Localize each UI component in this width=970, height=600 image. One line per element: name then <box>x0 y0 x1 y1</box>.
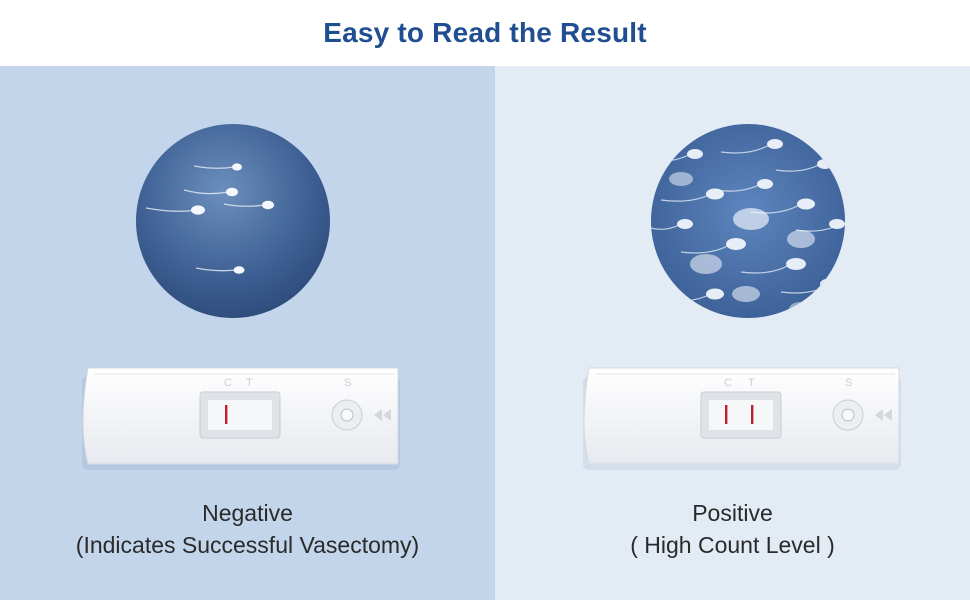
sample-mark: S <box>344 377 351 389</box>
page-title: Easy to Read the Result <box>323 17 647 48</box>
positive-label: Positive <box>692 500 773 526</box>
sample-mark: S <box>845 377 852 389</box>
negative-label: Negative <box>202 500 293 526</box>
high-count-microscope-image <box>651 124 845 318</box>
negative-description: (Indicates Successful Vasectomy) <box>75 532 420 558</box>
test-mark: T <box>246 377 253 389</box>
control-mark: C <box>224 377 232 389</box>
header: Easy to Read the Result <box>0 0 970 66</box>
low-count-microscope-image <box>136 124 330 318</box>
positive-test-cassette: C T S <box>577 366 903 477</box>
test-mark: T <box>748 377 755 389</box>
negative-test-cassette: C T S <box>76 366 402 477</box>
control-mark: C <box>724 377 732 389</box>
negative-panel: C T S Negative (Indicates Successful Vas… <box>0 66 495 600</box>
positive-description: ( High Count Level ) <box>630 532 835 558</box>
positive-panel: C T S Positive ( High Count Level ) <box>495 66 970 600</box>
